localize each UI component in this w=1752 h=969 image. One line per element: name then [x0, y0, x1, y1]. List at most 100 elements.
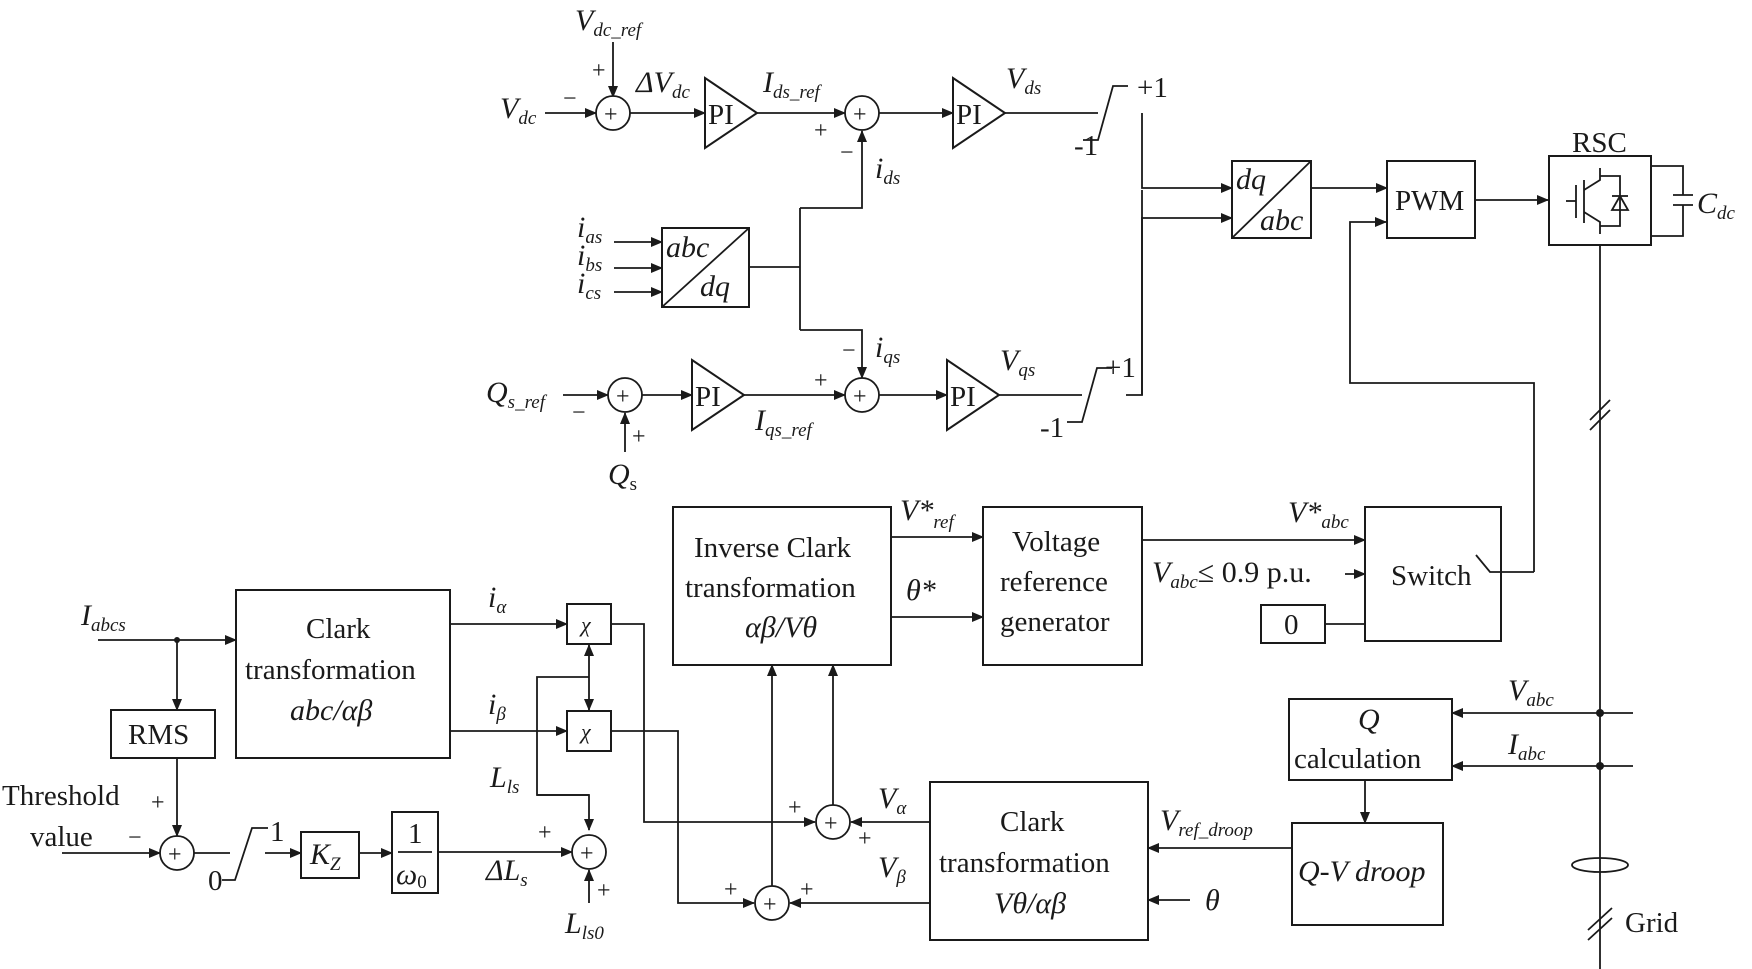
- rms-block: [110, 709, 216, 759]
- voltage-reference-line-3: generator: [1000, 606, 1110, 638]
- i-beta-label: iβ: [488, 688, 506, 725]
- delta-ls-label: ΔLs: [485, 854, 528, 891]
- iabcs-label: Iabcs: [80, 599, 126, 636]
- kz-gain-label: KZ: [309, 838, 341, 875]
- pi-controller-qs-label: PI: [695, 381, 721, 413]
- sum6-plus-sign-left: +: [538, 820, 552, 846]
- multiplier-alpha: [566, 603, 612, 645]
- sum-junction-ids-symbol: +: [853, 102, 867, 128]
- delta-vdc-label: ΔVdc: [635, 66, 690, 103]
- qs-label: Qs: [608, 458, 637, 495]
- zero-constant-block: [1260, 604, 1326, 644]
- sum3-plus-sign: +: [632, 424, 646, 450]
- ibs-label: ibs: [577, 239, 602, 276]
- limiter-vqs-upper: +1: [1105, 352, 1136, 384]
- zero-constant-label: 0: [1284, 609, 1299, 641]
- pi-controller-ids-label: PI: [956, 99, 982, 131]
- sum7-plus-sign-right: +: [858, 826, 872, 852]
- voltage-reference-section: Inverse Clark transformation αβ/Vθ V*ref…: [672, 494, 1534, 666]
- clark-abc-line-2: transformation: [245, 654, 416, 686]
- voltage-reference-block: [982, 506, 1143, 666]
- limiter-threshold: [222, 827, 268, 881]
- qv-droop-label: Q-V droop: [1298, 855, 1426, 888]
- switch-block: [1364, 506, 1502, 642]
- inverse-clark-line-2: transformation: [685, 572, 856, 604]
- dq-abc-bottom: abc: [1260, 204, 1303, 237]
- clark-vtheta-line-2: transformation: [939, 847, 1110, 879]
- reactive-power-loop: Qs_ref − + + Qs PI Iqs_ref + + PI Vqs +1…: [486, 190, 1233, 495]
- iqs-ref-label: Iqs_ref: [754, 404, 815, 441]
- current-sensor-icon: [1571, 857, 1629, 873]
- dc-capacitor-icon: [1673, 194, 1693, 206]
- grid-label: Grid: [1625, 907, 1679, 939]
- vds-label: Vds: [1006, 62, 1041, 99]
- inverse-clark-line-3: αβ/Vθ: [745, 611, 817, 644]
- clark-abc-block: [235, 589, 451, 759]
- q-calculation-label-2: calculation: [1294, 743, 1422, 775]
- vabc-star-label: V*abc: [1288, 496, 1349, 533]
- abc-dq-top: abc: [666, 231, 709, 264]
- multiplier-beta-symbol: χ: [579, 719, 592, 744]
- threshold-label-1: Threshold: [2, 780, 120, 812]
- qs-ref-label: Qs_ref: [486, 376, 548, 413]
- limiter-vds-upper: +1: [1137, 72, 1168, 104]
- ids-feedback-label: ids: [875, 152, 900, 189]
- sum-junction-iqs-symbol: +: [853, 384, 867, 410]
- sum3-minus-sign: −: [572, 400, 586, 426]
- theta-label: θ: [1205, 884, 1220, 917]
- grid-bus: Grid Vabc Iabc: [1451, 245, 1679, 969]
- sum6-plus-sign-bottom: +: [597, 878, 611, 904]
- sum5-minus-sign: −: [128, 825, 142, 851]
- switch-label: Switch: [1391, 560, 1472, 592]
- clark-vtheta-line-3: Vθ/αβ: [994, 887, 1066, 920]
- multiplier-alpha-symbol: χ: [579, 612, 592, 637]
- ids-ref-label: Ids_ref: [762, 66, 823, 103]
- q-calculation-block: [1288, 698, 1453, 781]
- inductance-adaptation: RMS Threshold value + − + 1 0 KZ 1 ω0 ΔL…: [2, 709, 611, 944]
- sum5-plus-sign: +: [151, 790, 165, 816]
- threshold-label-2: value: [30, 821, 93, 853]
- i-alpha-label: iα: [488, 581, 507, 618]
- sum-junction-beta-symbol: +: [763, 892, 777, 918]
- sum-junction-threshold-symbol: +: [168, 842, 182, 868]
- sum-junction-ls-symbol: +: [580, 841, 594, 867]
- sum7-plus-sign-left: +: [788, 795, 802, 821]
- iabc-label: Iabc: [1507, 728, 1546, 765]
- vref-droop-label: Vref_droop: [1160, 804, 1253, 841]
- clark-vtheta-line-1: Clark: [1000, 806, 1065, 838]
- limiter-upper-label: 1: [270, 816, 285, 848]
- sum2-minus-sign: −: [840, 140, 854, 166]
- pwm-label: PWM: [1395, 185, 1464, 217]
- vabc-label: Vabc: [1508, 674, 1554, 711]
- sum1-plus-sign: +: [592, 58, 606, 84]
- clark-vtheta-section: Clark transformation Vθ/αβ Vα Vβ + + + +…: [724, 664, 1149, 941]
- abc-dq-transform: ias ibs ics abc dq ids iqs −: [577, 130, 900, 379]
- converter-section: dq abc PWM RSC Cdc: [1231, 127, 1736, 572]
- cdc-label: Cdc: [1697, 187, 1736, 224]
- sum8-plus-sign-right: +: [800, 877, 814, 903]
- pi-controller-qs: [691, 358, 746, 432]
- vdc-label: Vdc: [500, 92, 537, 129]
- pi-controller-iqs: [946, 358, 1001, 432]
- sum-junction-vdc-symbol: +: [604, 102, 618, 128]
- limiter-vds-lower: -1: [1074, 130, 1098, 162]
- ias-label: ias: [577, 211, 602, 248]
- vref-star-label: V*ref: [900, 494, 956, 533]
- vabc-condition-label: Vabc≤ 0.9 p.u.: [1152, 556, 1312, 593]
- inverse-clark-line-1: Inverse Clark: [694, 532, 852, 564]
- sum4-plus-sign: +: [814, 368, 828, 394]
- igbt-icon: [1566, 168, 1630, 234]
- limiter-lower-label: 0: [208, 865, 223, 897]
- limiter-vqs: [1067, 367, 1112, 423]
- inverse-omega-num: 1: [408, 818, 423, 850]
- lls-label: Lls: [489, 761, 519, 798]
- iqs-feedback-label: iqs: [875, 331, 900, 368]
- vqs-label: Vqs: [1000, 344, 1035, 381]
- pi-controller-iqs-label: PI: [950, 381, 976, 413]
- theta-star-label: θ*: [906, 574, 936, 607]
- inverse-clark-block: [672, 506, 892, 666]
- rsc-label: RSC: [1572, 127, 1627, 159]
- v-beta-label: Vβ: [878, 851, 906, 888]
